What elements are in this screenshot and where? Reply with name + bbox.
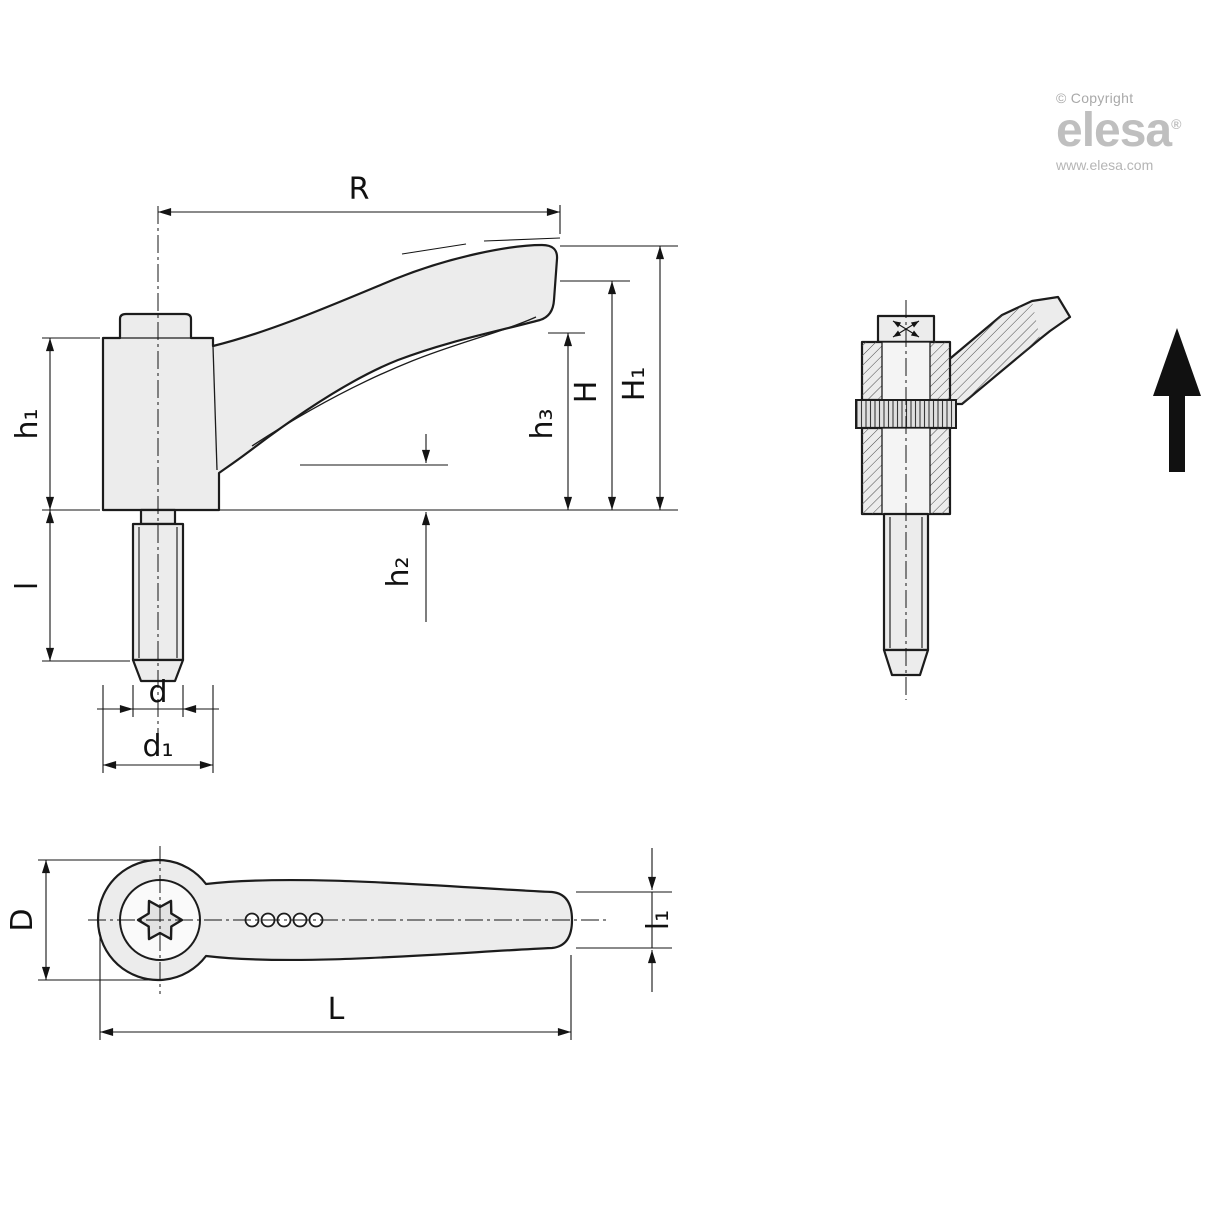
dim-label-H1: H₁ [617,367,652,402]
dim-label-h2: h₂ [381,556,416,587]
dim-label-d: d [148,675,167,710]
copyright-text: © Copyright [1056,90,1134,106]
stud-shank [131,522,185,662]
dimension-H1: H₁ [560,245,678,510]
dimension-l: l [10,510,130,662]
dimension-H: H [560,280,630,510]
dimension-D: D [5,859,150,981]
brand-block: © Copyright elesa® www.elesa.com [1056,90,1212,173]
arm-break-line-1 [401,243,467,255]
dimension-l1: l₁ [576,848,676,992]
dimension-h3: h₃ [525,332,585,510]
dimension-d1: d₁ [102,685,214,773]
arm-inner-rib [251,316,537,447]
dim-label-L: L [328,992,345,1027]
lower-wall-hatch-right [930,428,950,514]
dim-label-D: D [5,908,40,931]
section-arm-hatch [946,301,1040,404]
dim-label-d1: d₁ [142,729,173,764]
lever-body-outline [101,243,559,512]
dim-label-h1: h₁ [10,408,45,439]
screw-shank-section [881,427,931,515]
side-view: R h₁ l d d₁ [10,172,678,773]
arm-break-line-2 [483,237,561,242]
elesa-logo: elesa® [1056,104,1212,157]
dim-label-l: l [10,582,45,590]
dimension-L: L [99,932,572,1040]
upper-wall-hatch-left [862,342,882,400]
lower-wall-hatch-left [862,428,882,514]
dimension-h2: h₂ [300,434,448,622]
website-text: www.elesa.com [1056,157,1154,174]
dimension-h1: h₁ [10,337,100,511]
dim-label-l1: l₁ [641,910,676,930]
section-view [855,295,1072,700]
registered-mark: ® [1171,116,1181,132]
upper-wall-hatch-right [930,342,950,400]
top-view: D L l₁ [5,846,676,1040]
dim-label-H: H [569,381,604,404]
direction-up-arrow [1153,328,1201,472]
dim-label-h3: h₃ [525,408,560,439]
hub-arm-junction [212,345,218,471]
dim-label-R: R [349,172,370,207]
dimension-R: R [158,172,561,234]
elesa-logo-text: elesa [1056,104,1172,157]
